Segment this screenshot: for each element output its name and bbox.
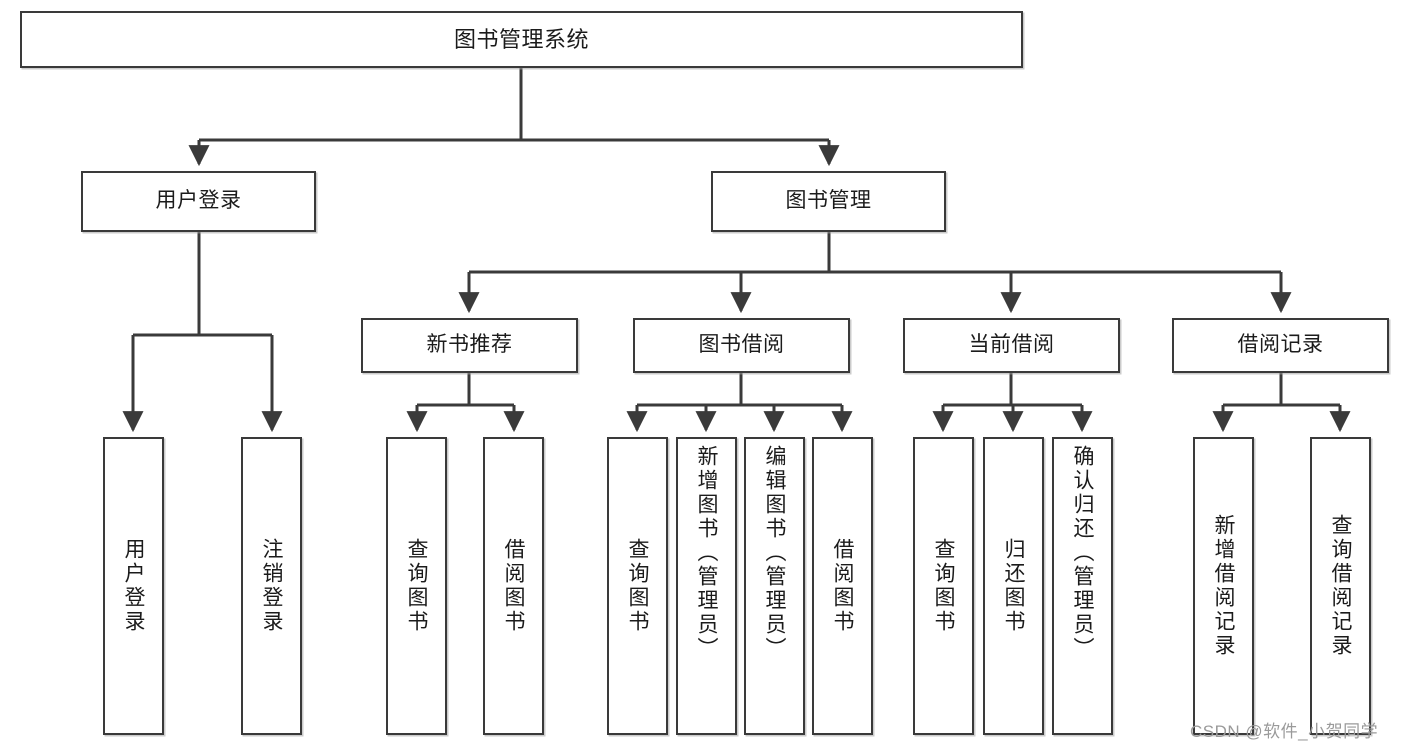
node-leaf-query-book-recommend[interactable]: 查询图书 bbox=[386, 437, 447, 735]
node-leaf-return-book[interactable]: 归还图书 bbox=[983, 437, 1044, 735]
node-leaf-query-book-current[interactable]: 查询图书 bbox=[913, 437, 974, 735]
node-root[interactable]: 图书管理系统 bbox=[20, 11, 1023, 68]
node-book-manage-label: 图书管理 bbox=[785, 189, 872, 213]
node-leaf-borrow-book-label: 借阅图书 bbox=[831, 538, 854, 634]
node-leaf-edit-book-admin-label: 编辑图书（管理员） bbox=[763, 445, 786, 661]
node-leaf-confirm-return-admin[interactable]: 确认归还（管理员） bbox=[1052, 437, 1113, 735]
watermark: CSDN @软件_小贺同学 bbox=[1190, 722, 1379, 741]
node-current-borrow-label: 当前借阅 bbox=[968, 333, 1055, 357]
node-leaf-user-login[interactable]: 用户登录 bbox=[103, 437, 164, 735]
node-leaf-confirm-return-admin-label: 确认归还（管理员） bbox=[1071, 445, 1094, 661]
node-new-book-recommend-label: 新书推荐 bbox=[426, 333, 513, 357]
node-leaf-user-logout-label: 注销登录 bbox=[260, 538, 283, 634]
node-leaf-borrow-book-recommend[interactable]: 借阅图书 bbox=[483, 437, 544, 735]
node-leaf-user-login-label: 用户登录 bbox=[122, 538, 145, 634]
node-leaf-query-book-borrow-label: 查询图书 bbox=[626, 538, 649, 634]
node-user-login-label: 用户登录 bbox=[155, 189, 242, 213]
node-leaf-add-borrow-record[interactable]: 新增借阅记录 bbox=[1193, 437, 1254, 735]
node-leaf-query-book-recommend-label: 查询图书 bbox=[405, 538, 428, 634]
node-leaf-return-book-label: 归还图书 bbox=[1002, 538, 1025, 634]
node-leaf-edit-book-admin[interactable]: 编辑图书（管理员） bbox=[744, 437, 805, 735]
node-book-borrow-label: 图书借阅 bbox=[698, 333, 785, 357]
node-leaf-add-book-admin-label: 新增图书（管理员） bbox=[695, 445, 718, 661]
node-new-book-recommend[interactable]: 新书推荐 bbox=[361, 318, 578, 373]
node-leaf-user-logout[interactable]: 注销登录 bbox=[241, 437, 302, 735]
node-leaf-query-book-borrow[interactable]: 查询图书 bbox=[607, 437, 668, 735]
node-leaf-query-book-current-label: 查询图书 bbox=[932, 538, 955, 634]
node-leaf-query-borrow-record[interactable]: 查询借阅记录 bbox=[1310, 437, 1371, 735]
node-borrow-record-label: 借阅记录 bbox=[1237, 333, 1324, 357]
node-leaf-borrow-book-recommend-label: 借阅图书 bbox=[502, 538, 525, 634]
node-user-login[interactable]: 用户登录 bbox=[81, 171, 316, 232]
node-book-borrow[interactable]: 图书借阅 bbox=[633, 318, 850, 373]
node-leaf-add-book-admin[interactable]: 新增图书（管理员） bbox=[676, 437, 737, 735]
node-borrow-record[interactable]: 借阅记录 bbox=[1172, 318, 1389, 373]
node-leaf-add-borrow-record-label: 新增借阅记录 bbox=[1212, 514, 1235, 658]
node-book-manage[interactable]: 图书管理 bbox=[711, 171, 946, 232]
node-leaf-query-borrow-record-label: 查询借阅记录 bbox=[1329, 514, 1352, 658]
node-leaf-borrow-book[interactable]: 借阅图书 bbox=[812, 437, 873, 735]
node-current-borrow[interactable]: 当前借阅 bbox=[903, 318, 1120, 373]
node-root-label: 图书管理系统 bbox=[453, 26, 589, 52]
